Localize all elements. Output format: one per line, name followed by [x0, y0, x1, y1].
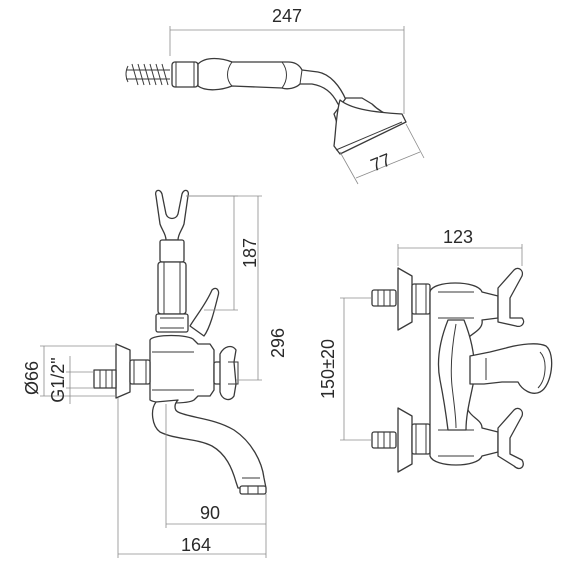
- front-diverter-lever: [469, 343, 553, 394]
- upper-inlet: [371, 267, 431, 331]
- hand-shower: 247 77: [125, 6, 425, 185]
- dim-label-296: 296: [268, 328, 288, 358]
- mixer-side-view: 187 296 Ø66 G1/2" 90 164: [22, 189, 288, 558]
- shower-holder-fork: [154, 189, 190, 241]
- spout: [151, 399, 267, 489]
- dimension-thread: G1/2": [48, 356, 94, 404]
- spout-outlet: [239, 485, 267, 495]
- holder-column: [157, 261, 187, 315]
- column-nut: [155, 313, 189, 333]
- dimension-164: 164: [117, 398, 267, 558]
- lower-cross-handle: [497, 407, 524, 470]
- dimension-150: 150±20: [318, 297, 372, 441]
- lower-inlet: [371, 407, 431, 473]
- dim-label-thread: G1/2": [48, 357, 68, 402]
- dim-label-150: 150±20: [318, 339, 338, 399]
- wall-flange: [115, 343, 131, 399]
- shower-handle: [197, 57, 357, 117]
- dimension-187: 187: [186, 195, 260, 311]
- dim-label-90: 90: [200, 503, 220, 523]
- dim-label-66: Ø66: [22, 361, 42, 395]
- hose: [125, 63, 170, 86]
- dimension-247: 247: [169, 6, 405, 114]
- cross-handle: [219, 345, 237, 401]
- dimension-296: 296: [186, 195, 288, 381]
- dimension-90: 90: [165, 404, 267, 528]
- mixer-front-view: 123 150±20: [318, 227, 553, 473]
- dim-label-123: 123: [443, 227, 473, 247]
- upper-cross-handle: [497, 267, 525, 328]
- dim-label-164: 164: [181, 535, 211, 555]
- dimension-flange-diameter: Ø66: [22, 345, 116, 397]
- inlet-nut: [129, 359, 151, 385]
- dimension-123: 123: [397, 227, 523, 266]
- dim-label-187: 187: [240, 238, 260, 268]
- holder-collar: [159, 239, 185, 263]
- dim-label-247: 247: [272, 6, 302, 26]
- inlet-pipe: [93, 369, 117, 389]
- mixer-body: [149, 334, 215, 404]
- diverter-lever: [189, 287, 220, 337]
